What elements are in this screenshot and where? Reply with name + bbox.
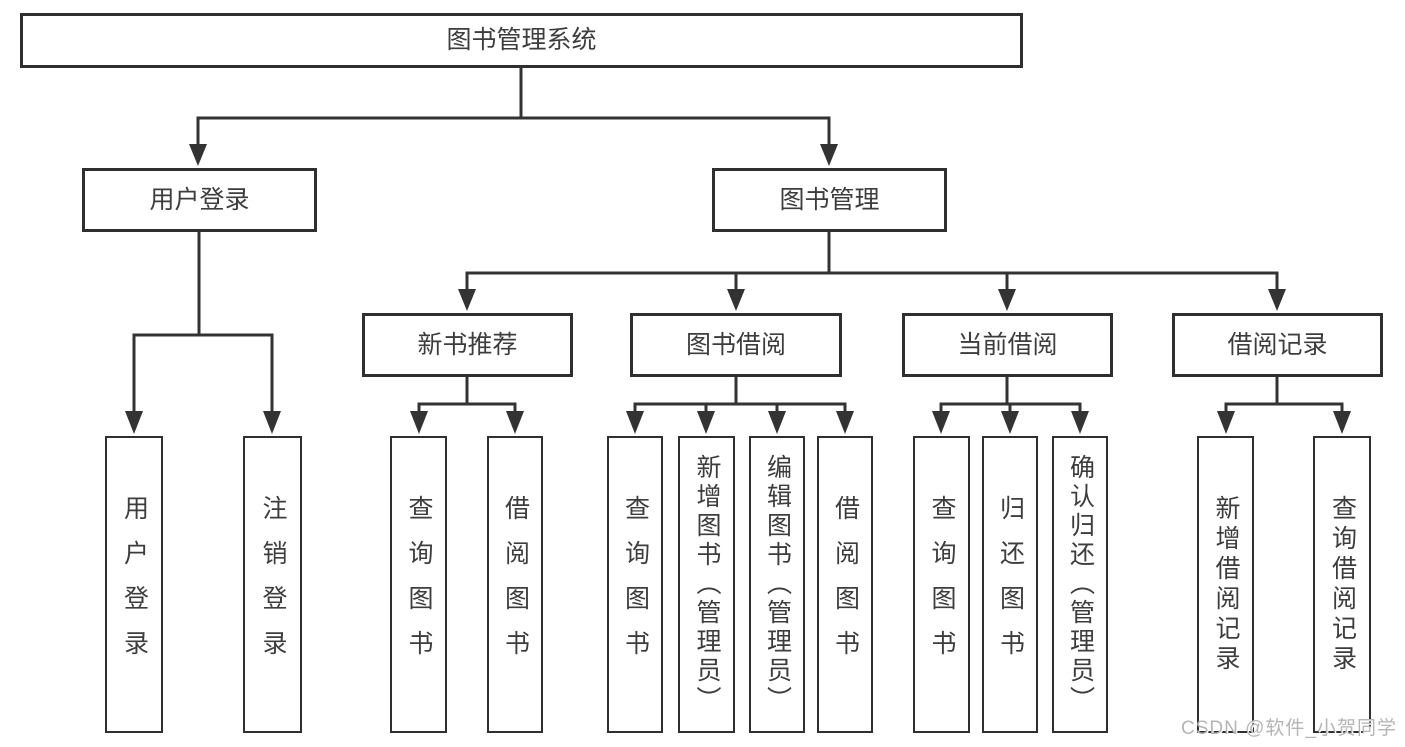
connector-new-books-children <box>410 375 524 434</box>
node-label: 新增借阅记录 <box>1212 494 1240 675</box>
node-label: 借阅记录 <box>1227 330 1328 359</box>
node-label: 归还图书 <box>996 494 1025 675</box>
node-label: 查询图书 <box>621 494 650 675</box>
arrow-down-icon <box>1268 289 1286 311</box>
arrow-down-icon <box>626 411 644 434</box>
leaf-edit-books-admin: 编辑图书（管理员） <box>749 436 805 733</box>
leaf-user-login: 用户登录 <box>105 436 163 733</box>
node-label: 新增图书（管理员） <box>693 454 721 715</box>
leaf-borrow-books-newbook: 借阅图书 <box>487 436 543 733</box>
arrow-down-icon <box>1001 411 1019 434</box>
leaf-return-books: 归还图书 <box>982 436 1038 733</box>
leaf-add-borrow-record: 新增借阅记录 <box>1197 436 1254 733</box>
node-label: 图书管理 <box>779 185 880 214</box>
connector-book-mgmt-children <box>458 230 1286 311</box>
leaf-query-books-borrow: 查询图书 <box>607 436 663 733</box>
arrow-down-icon <box>768 411 786 434</box>
node-user-login: 用户登录 <box>82 168 317 232</box>
node-label: 查询图书 <box>928 494 956 675</box>
arrow-down-icon <box>932 411 950 434</box>
arrow-down-icon <box>998 289 1016 311</box>
node-label: 当前借阅 <box>957 330 1058 359</box>
connector-current-borrow-children <box>932 375 1089 434</box>
arrow-down-icon <box>836 411 854 434</box>
node-book-management: 图书管理 <box>712 168 947 232</box>
node-borrow-records: 借阅记录 <box>1172 313 1383 377</box>
arrow-down-icon <box>1333 411 1351 434</box>
arrow-down-icon <box>697 411 715 434</box>
node-label: 用户登录 <box>149 185 250 214</box>
node-book-borrow: 图书借阅 <box>630 313 842 377</box>
node-system-root: 图书管理系统 <box>20 13 1023 68</box>
connector-borrow-records-children <box>1217 375 1351 434</box>
arrow-down-icon <box>458 289 476 311</box>
arrow-down-icon <box>506 411 524 434</box>
node-label: 查询图书 <box>405 494 433 675</box>
node-label: 图书管理系统 <box>446 26 597 54</box>
connector-user-login-children <box>125 230 281 434</box>
node-label: 借阅图书 <box>831 494 860 675</box>
node-label: 新书推荐 <box>417 330 518 359</box>
arrow-down-icon <box>189 144 207 166</box>
connector-root-to-level2 <box>189 66 838 166</box>
arrow-down-icon <box>727 289 745 311</box>
leaf-add-books-admin: 新增图书（管理员） <box>678 436 735 733</box>
arrow-down-icon <box>410 411 428 434</box>
node-label: 编辑图书（管理员） <box>763 454 792 715</box>
node-label: 借阅图书 <box>501 494 530 675</box>
leaf-query-books-newbook: 查询图书 <box>390 436 447 733</box>
arrow-down-icon <box>125 411 143 434</box>
arrow-down-icon <box>263 411 281 434</box>
node-current-borrow: 当前借阅 <box>902 313 1113 377</box>
csdn-watermark: CSDN @软件_小贺同学 <box>1181 718 1397 739</box>
connector-book-borrow-children <box>626 375 854 434</box>
leaf-borrow-books: 借阅图书 <box>817 436 873 733</box>
node-label: 注销登录 <box>259 494 287 675</box>
node-label: 用户登录 <box>120 494 149 675</box>
node-label: 查询借阅记录 <box>1328 494 1357 675</box>
arrow-down-icon <box>1071 411 1089 434</box>
node-label: 确认归还（管理员） <box>1066 454 1095 715</box>
leaf-logout: 注销登录 <box>243 436 302 733</box>
arrow-down-icon <box>820 144 838 166</box>
leaf-confirm-return-admin: 确认归还（管理员） <box>1052 436 1108 733</box>
arrow-down-icon <box>1217 411 1235 434</box>
node-new-book-recommend: 新书推荐 <box>362 313 573 377</box>
leaf-query-books-current: 查询图书 <box>913 436 970 733</box>
node-label: 图书借阅 <box>685 330 786 359</box>
leaf-query-borrow-record: 查询借阅记录 <box>1313 436 1371 733</box>
